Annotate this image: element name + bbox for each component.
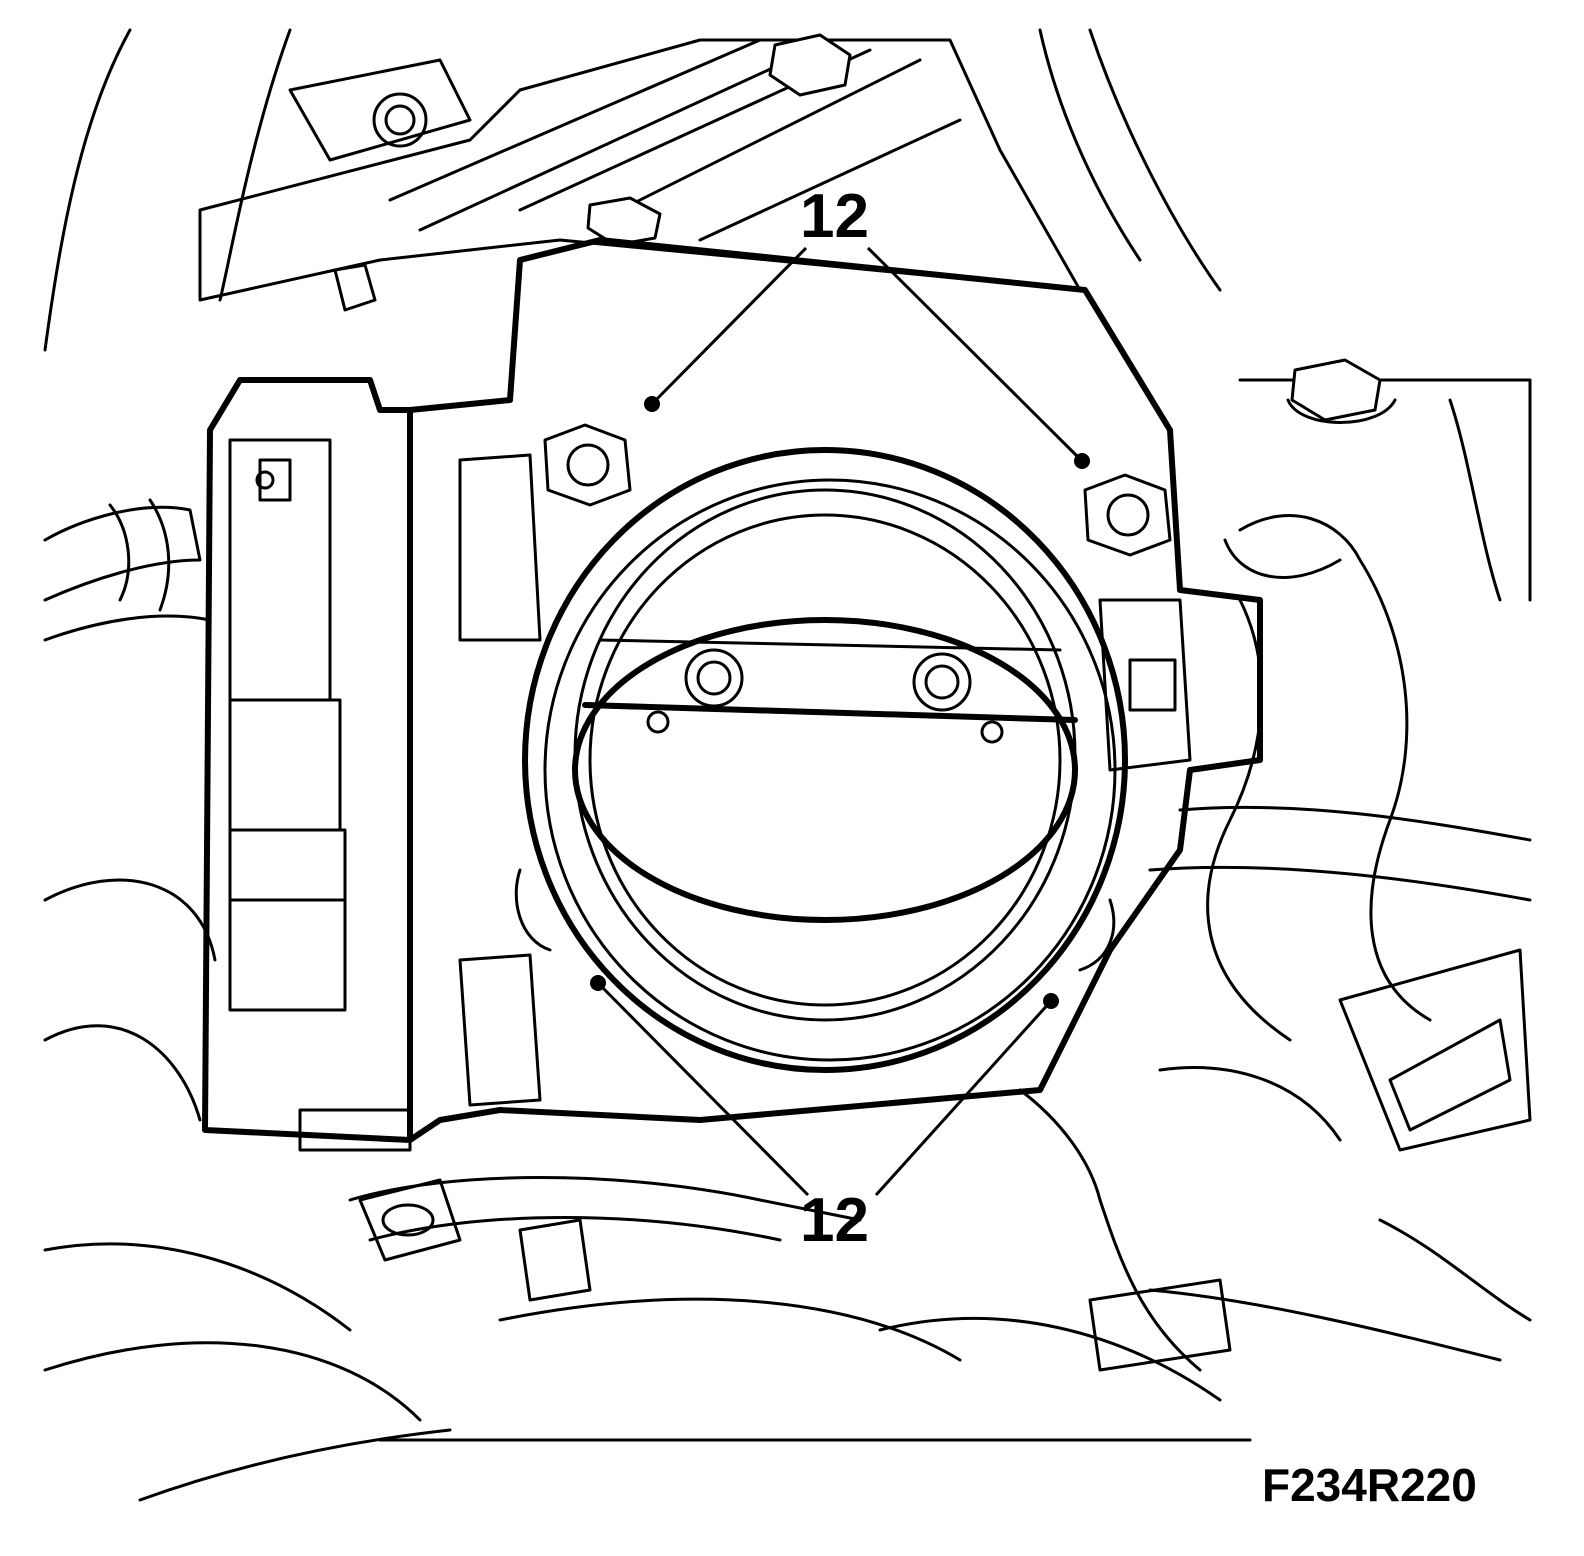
throttle-body bbox=[407, 237, 1263, 1143]
callout-dot bbox=[1074, 453, 1090, 469]
leader-line bbox=[874, 999, 1053, 1197]
connector-housing bbox=[202, 377, 413, 1152]
figure-id: F234R220 bbox=[1262, 1459, 1477, 1511]
callout-dot bbox=[644, 396, 660, 412]
callout-dot bbox=[590, 975, 606, 991]
leader-line bbox=[866, 246, 1084, 463]
callout-top bbox=[644, 246, 1090, 469]
throttle-bore bbox=[522, 447, 1128, 1073]
callout-dot bbox=[1043, 993, 1059, 1009]
top-bolts bbox=[333, 33, 1397, 424]
callout-bottom bbox=[590, 975, 1059, 1197]
left-hose bbox=[43, 498, 212, 642]
leader-line bbox=[596, 981, 810, 1197]
leader-line bbox=[650, 246, 808, 406]
intake-manifold bbox=[198, 38, 1082, 302]
throttle-plate bbox=[572, 617, 1078, 923]
background-outlines bbox=[43, 28, 1532, 1502]
callout-label-top: 12 bbox=[800, 182, 869, 251]
callout-label-bottom: 12 bbox=[800, 1186, 869, 1255]
mounting-bolts bbox=[514, 423, 1172, 972]
right-hose bbox=[1206, 514, 1532, 1152]
lower-hoses bbox=[348, 1088, 1232, 1372]
